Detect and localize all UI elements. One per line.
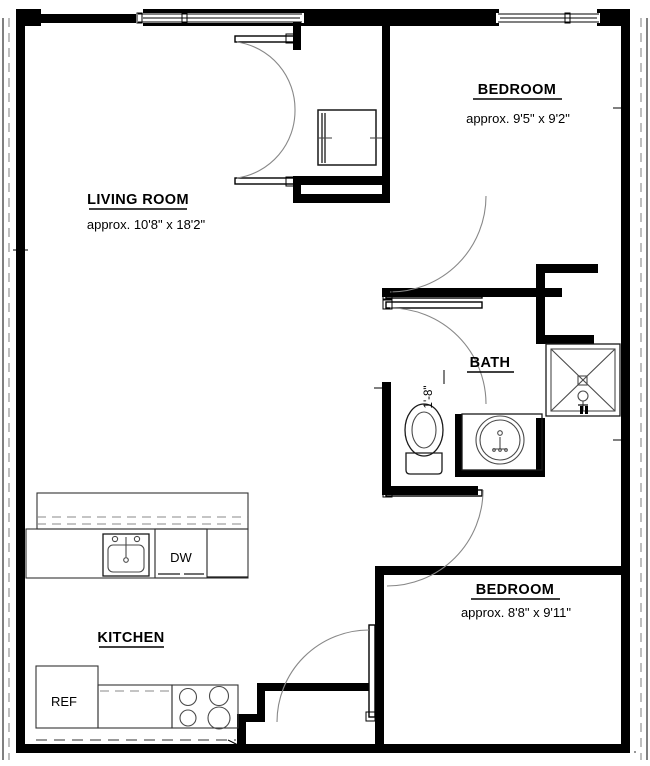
dishwasher-appliance: DW — [154, 528, 208, 579]
toilet-fixture — [404, 403, 444, 475]
range-cooktop-fixture — [178, 685, 231, 730]
refrigerator-label: REF — [51, 694, 77, 709]
closet-shelf-and-rod — [317, 109, 382, 166]
door-bedroom-1 — [382, 195, 487, 300]
closet-doors — [234, 33, 296, 187]
dimension-ticks — [13, 107, 628, 749]
kitchen-sink-fixture — [102, 533, 150, 577]
sink-vanity-fixture — [461, 413, 543, 471]
window-top-left — [136, 12, 304, 24]
window-top-right — [496, 12, 600, 24]
exterior-walls — [16, 9, 630, 753]
door-entry — [276, 624, 376, 723]
kitchen-lower-run — [35, 665, 239, 741]
door-bath — [382, 299, 487, 405]
door-bedroom-2 — [382, 487, 484, 587]
refrigerator-appliance: REF — [51, 694, 77, 709]
shower-fixture — [545, 343, 621, 417]
dishwasher-label: DW — [170, 550, 192, 565]
